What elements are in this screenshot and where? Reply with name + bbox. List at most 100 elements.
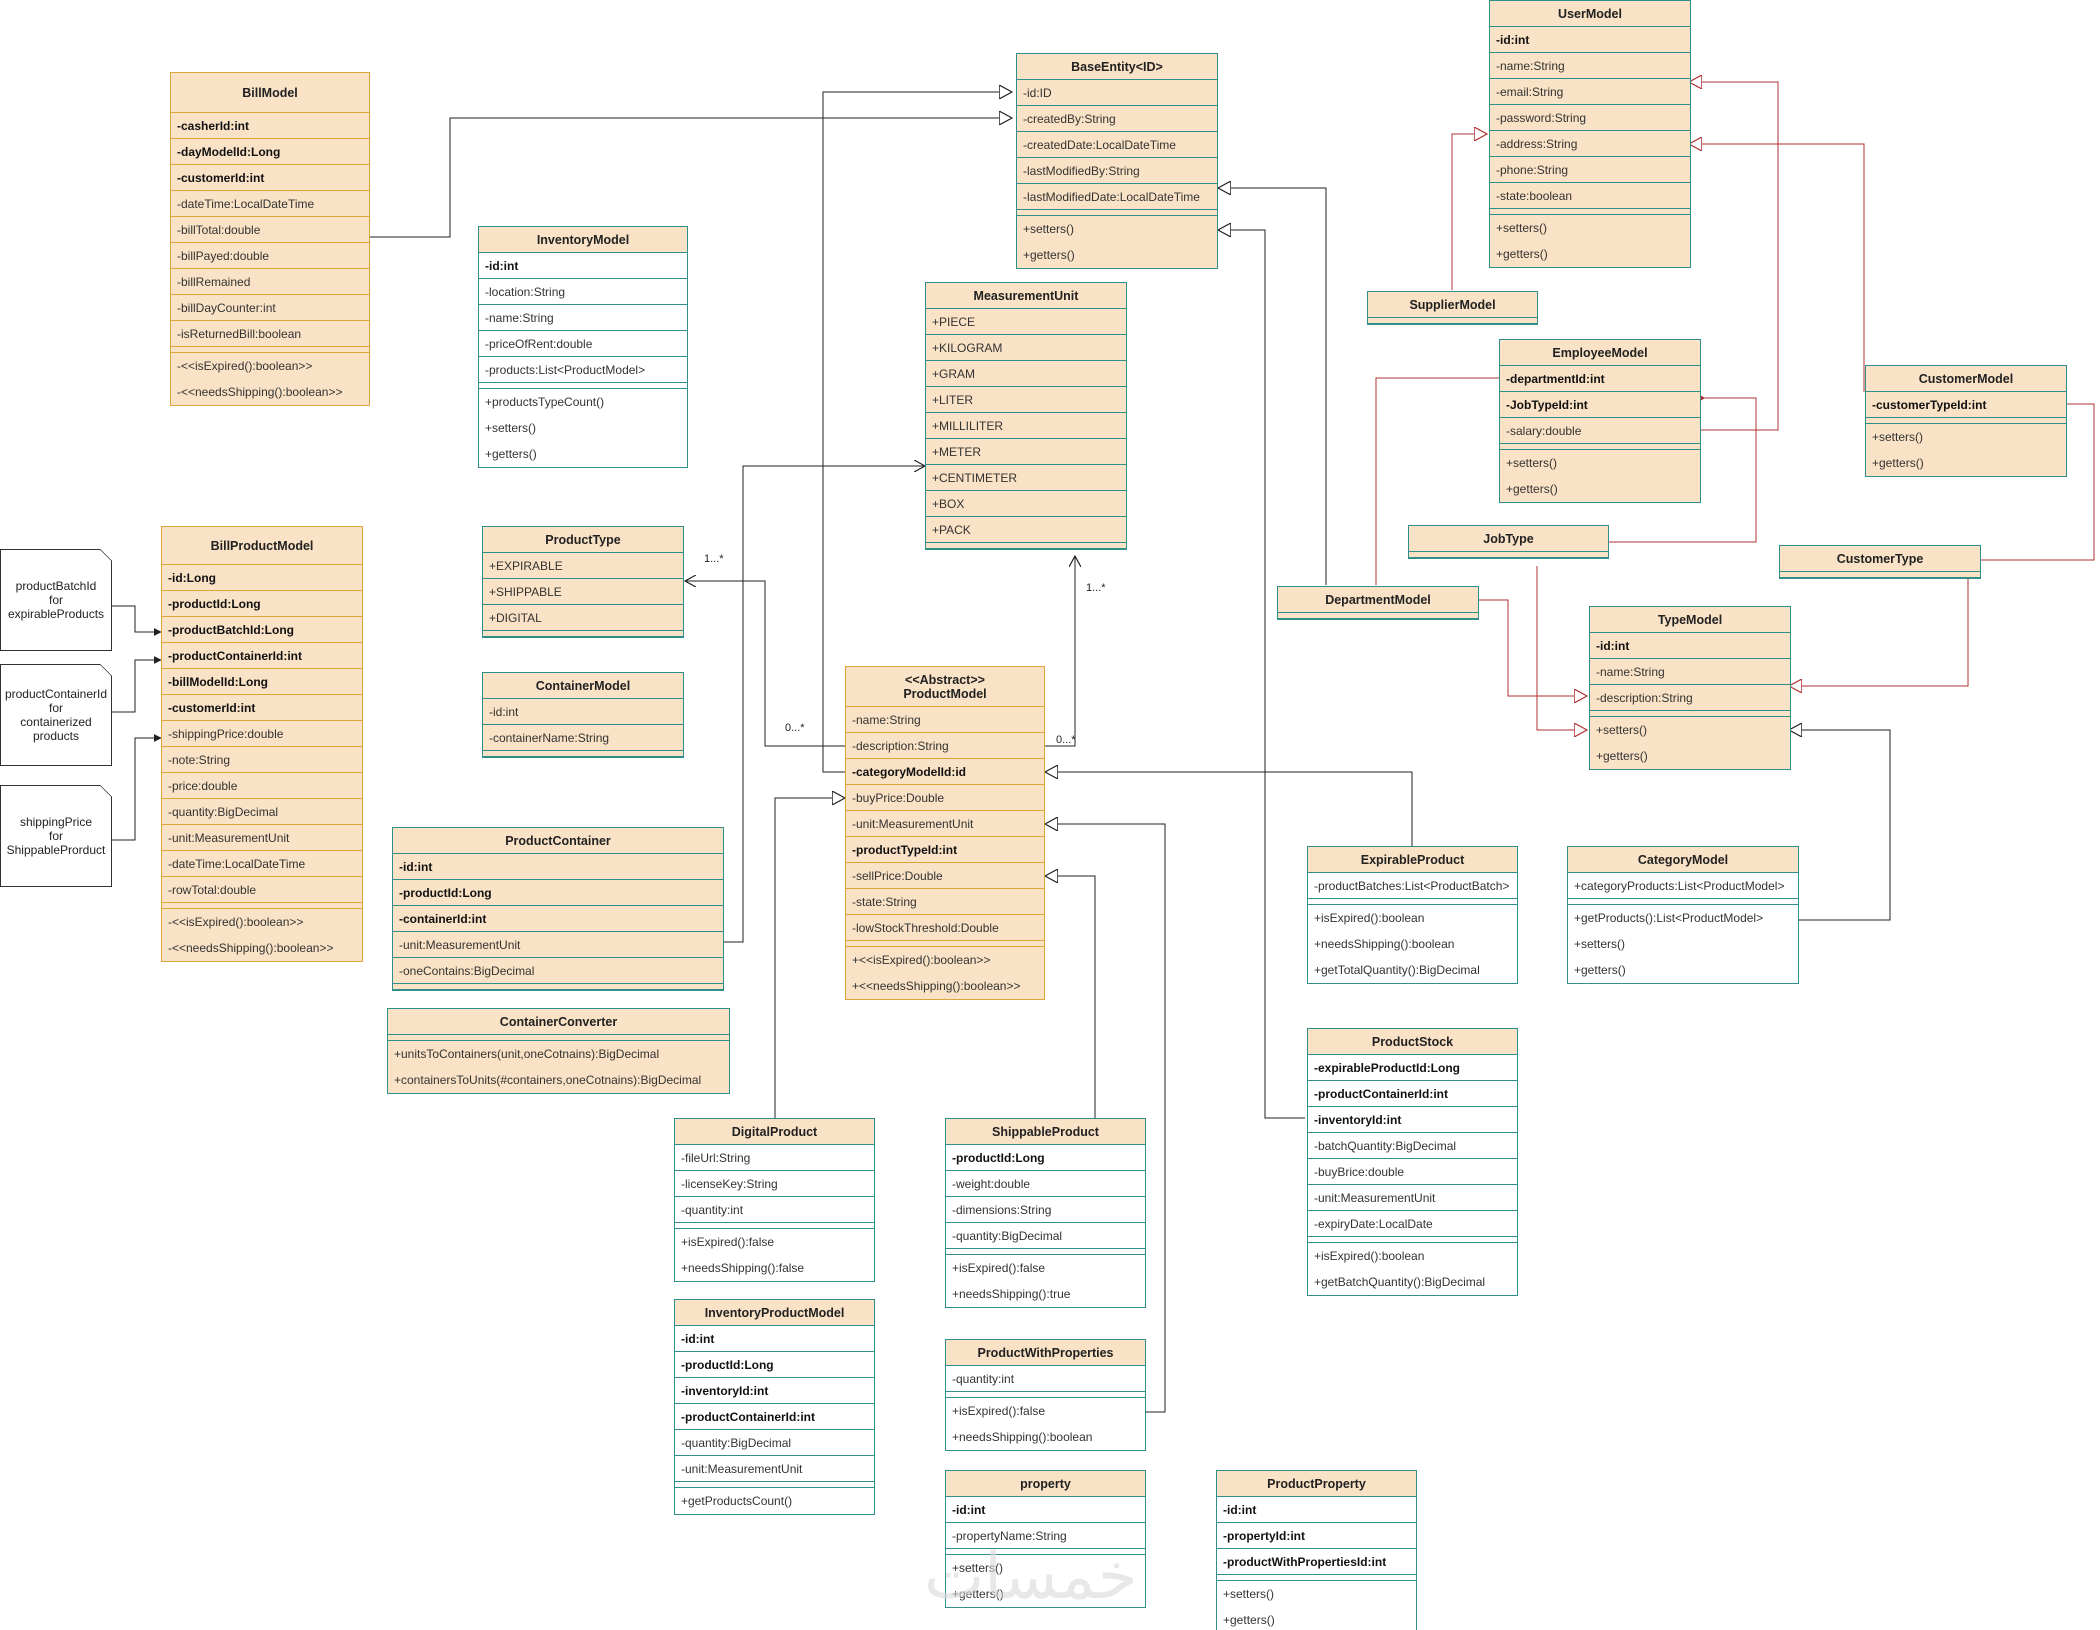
class-bill-product-model[interactable]: BillProductModel-id:Long-productId:Long-… xyxy=(161,526,363,962)
class-attribute: -name:String xyxy=(1490,53,1690,79)
class-method: +getTotalQuantity():BigDecimal xyxy=(1314,963,1480,977)
compartment-divider xyxy=(1866,418,2066,424)
class-attribute: -name:String xyxy=(479,305,687,331)
class-attribute: -productWithPropertiesId:int xyxy=(1217,1549,1416,1575)
class-attribute: -inventoryId:int xyxy=(675,1378,874,1404)
class-attribute: -id:int xyxy=(946,1497,1145,1523)
class-name: EmployeeModel xyxy=(1500,340,1700,366)
class-department-model[interactable]: DepartmentModel xyxy=(1277,586,1479,620)
class-method: +getters() xyxy=(952,1587,1004,1601)
class-method: +<<needsShipping():boolean>> xyxy=(846,973,1044,999)
class-attribute: -dimensions:String xyxy=(946,1197,1145,1223)
class-method: +getters() xyxy=(1866,450,2066,476)
class-type-model[interactable]: TypeModel-id:int-name:String-description… xyxy=(1589,606,1791,770)
class-attribute: -address:String xyxy=(1490,131,1690,157)
class-method: +isExpired():false xyxy=(681,1235,775,1249)
class-attribute: -propertyId:int xyxy=(1217,1523,1416,1549)
class-method: +containersToUnits(#containers,oneCotnai… xyxy=(388,1067,729,1093)
class-method: +getters() xyxy=(1017,242,1217,268)
class-method: +getters() xyxy=(485,447,537,461)
compartment-divider xyxy=(483,631,683,637)
class-attribute: -lastModifiedDate:LocalDateTime xyxy=(1017,184,1217,210)
class-product-container[interactable]: ProductContainer-id:int-productId:Long-c… xyxy=(392,827,724,991)
class-attribute: -id:int xyxy=(675,1326,874,1352)
class-attribute: -billTotal:double xyxy=(171,217,369,243)
class-bill-model[interactable]: BillModel-casherId:int-dayModelId:Long-c… xyxy=(170,72,370,406)
class-supplier-model[interactable]: SupplierModel xyxy=(1367,291,1538,325)
class-shippable-product[interactable]: ShippableProduct-productId:Long-weight:d… xyxy=(945,1118,1146,1308)
compartment-divider xyxy=(675,1223,874,1229)
class-attribute: -createdBy:String xyxy=(1017,106,1217,132)
compartment-divider xyxy=(1490,209,1690,215)
class-attribute: -id:Long xyxy=(162,565,362,591)
class-name: ProductStock xyxy=(1308,1029,1517,1055)
class-attribute: -id:ID xyxy=(1017,80,1217,106)
class-category-model[interactable]: CategoryModel+categoryProducts:List<Prod… xyxy=(1567,846,1799,984)
class-product-with-properties[interactable]: ProductWithProperties-quantity:int+isExp… xyxy=(945,1339,1146,1451)
class-container-converter[interactable]: ContainerConverter+unitsToContainers(uni… xyxy=(387,1008,730,1094)
class-attribute: -productId:Long xyxy=(946,1145,1145,1171)
class-base-entity[interactable]: BaseEntity<ID>-id:ID-createdBy:String-cr… xyxy=(1016,53,1218,269)
class-inventory-product-model[interactable]: InventoryProductModel-id:int-productId:L… xyxy=(674,1299,875,1515)
class-expirable-product[interactable]: ExpirableProduct-productBatches:List<Pro… xyxy=(1307,846,1518,984)
class-product-type[interactable]: ProductType+EXPIRABLE+SHIPPABLE+DIGITAL xyxy=(482,526,684,638)
class-product-model[interactable]: <<Abstract>> ProductModel-name:String-de… xyxy=(845,666,1045,1000)
class-attribute: -id:int xyxy=(1590,633,1790,659)
class-attribute: -productContainerId:int xyxy=(1308,1081,1517,1107)
class-container-model[interactable]: ContainerModel-id:int-containerName:Stri… xyxy=(482,672,684,758)
class-name: CustomerType xyxy=(1780,546,1980,572)
class-digital-product[interactable]: DigitalProduct-fileUrl:String-licenseKey… xyxy=(674,1118,875,1282)
class-attribute: -productBatchId:Long xyxy=(162,617,362,643)
note-product-container: productContainerId for containerized pro… xyxy=(0,664,112,766)
compartment-divider xyxy=(479,383,687,389)
class-method: +setters() xyxy=(1017,216,1217,242)
class-method: +getters() xyxy=(1223,1613,1275,1627)
class-name: ExpirableProduct xyxy=(1308,847,1517,873)
note-product-batch: productBatchId for expirableProducts xyxy=(0,549,112,651)
class-attribute: -id:int xyxy=(483,699,683,725)
class-name: MeasurementUnit xyxy=(926,283,1126,309)
class-attribute: -quantity:BigDecimal xyxy=(946,1223,1145,1249)
class-measurement-unit[interactable]: MeasurementUnit+PIECE+KILOGRAM+GRAM+LITE… xyxy=(925,282,1127,550)
class-method: +setters() xyxy=(1490,215,1690,241)
compartment-divider xyxy=(846,941,1044,947)
class-property[interactable]: property-id:int-propertyName:String+sett… xyxy=(945,1470,1146,1608)
compartment-divider xyxy=(1780,572,1980,578)
compartment-divider xyxy=(1568,899,1798,905)
class-attribute: -phone:String xyxy=(1490,157,1690,183)
class-attribute: -name:String xyxy=(1590,659,1790,685)
watermark: خمسات xyxy=(924,1540,1138,1614)
class-name: DepartmentModel xyxy=(1278,587,1478,613)
class-attribute: +KILOGRAM xyxy=(926,335,1126,361)
class-name: BillProductModel xyxy=(162,527,362,565)
class-method: +isExpired():false xyxy=(952,1261,1046,1275)
class-customer-type[interactable]: CustomerType xyxy=(1779,545,1981,579)
class-inventory-model[interactable]: InventoryModel-id:int-location:String-na… xyxy=(478,226,688,468)
class-attribute: -categoryModelId:id xyxy=(846,759,1044,785)
class-product-stock[interactable]: ProductStock-expirableProductId:Long-pro… xyxy=(1307,1028,1518,1296)
class-method: +getProducts():List<ProductModel> xyxy=(1574,911,1764,925)
class-name: ProductProperty xyxy=(1217,1471,1416,1497)
class-attribute: +METER xyxy=(926,439,1126,465)
class-name: InventoryModel xyxy=(479,227,687,253)
class-method: +getBatchQuantity():BigDecimal xyxy=(1314,1275,1486,1289)
class-employee-model[interactable]: EmployeeModel-departmentId:int-JobTypeId… xyxy=(1499,339,1701,503)
class-user-model[interactable]: UserModel-id:int-name:String-email:Strin… xyxy=(1489,0,1691,268)
compartment-divider xyxy=(1409,552,1608,558)
class-method: +setters() xyxy=(1500,450,1700,476)
class-attribute: -containerId:int xyxy=(393,906,723,932)
class-attribute: -quantity:BigDecimal xyxy=(162,799,362,825)
class-product-property[interactable]: ProductProperty-id:int-propertyId:int-pr… xyxy=(1216,1470,1417,1630)
class-name: BaseEntity<ID> xyxy=(1017,54,1217,80)
class-attribute: +categoryProducts:List<ProductModel> xyxy=(1568,873,1798,899)
multiplicity-label: 0...* xyxy=(1056,734,1076,746)
class-attribute: -JobTypeId:int xyxy=(1500,392,1700,418)
class-job-type[interactable]: JobType xyxy=(1408,525,1609,559)
class-attribute: -productId:Long xyxy=(162,591,362,617)
class-customer-model[interactable]: CustomerModel-customerTypeId:int+setters… xyxy=(1865,365,2067,477)
class-attribute: -billRemained xyxy=(171,269,369,295)
note-shipping-price: shippingPrice for ShippableProrduct xyxy=(0,785,112,887)
class-attribute: -weight:double xyxy=(946,1171,1145,1197)
class-attribute: -location:String xyxy=(479,279,687,305)
